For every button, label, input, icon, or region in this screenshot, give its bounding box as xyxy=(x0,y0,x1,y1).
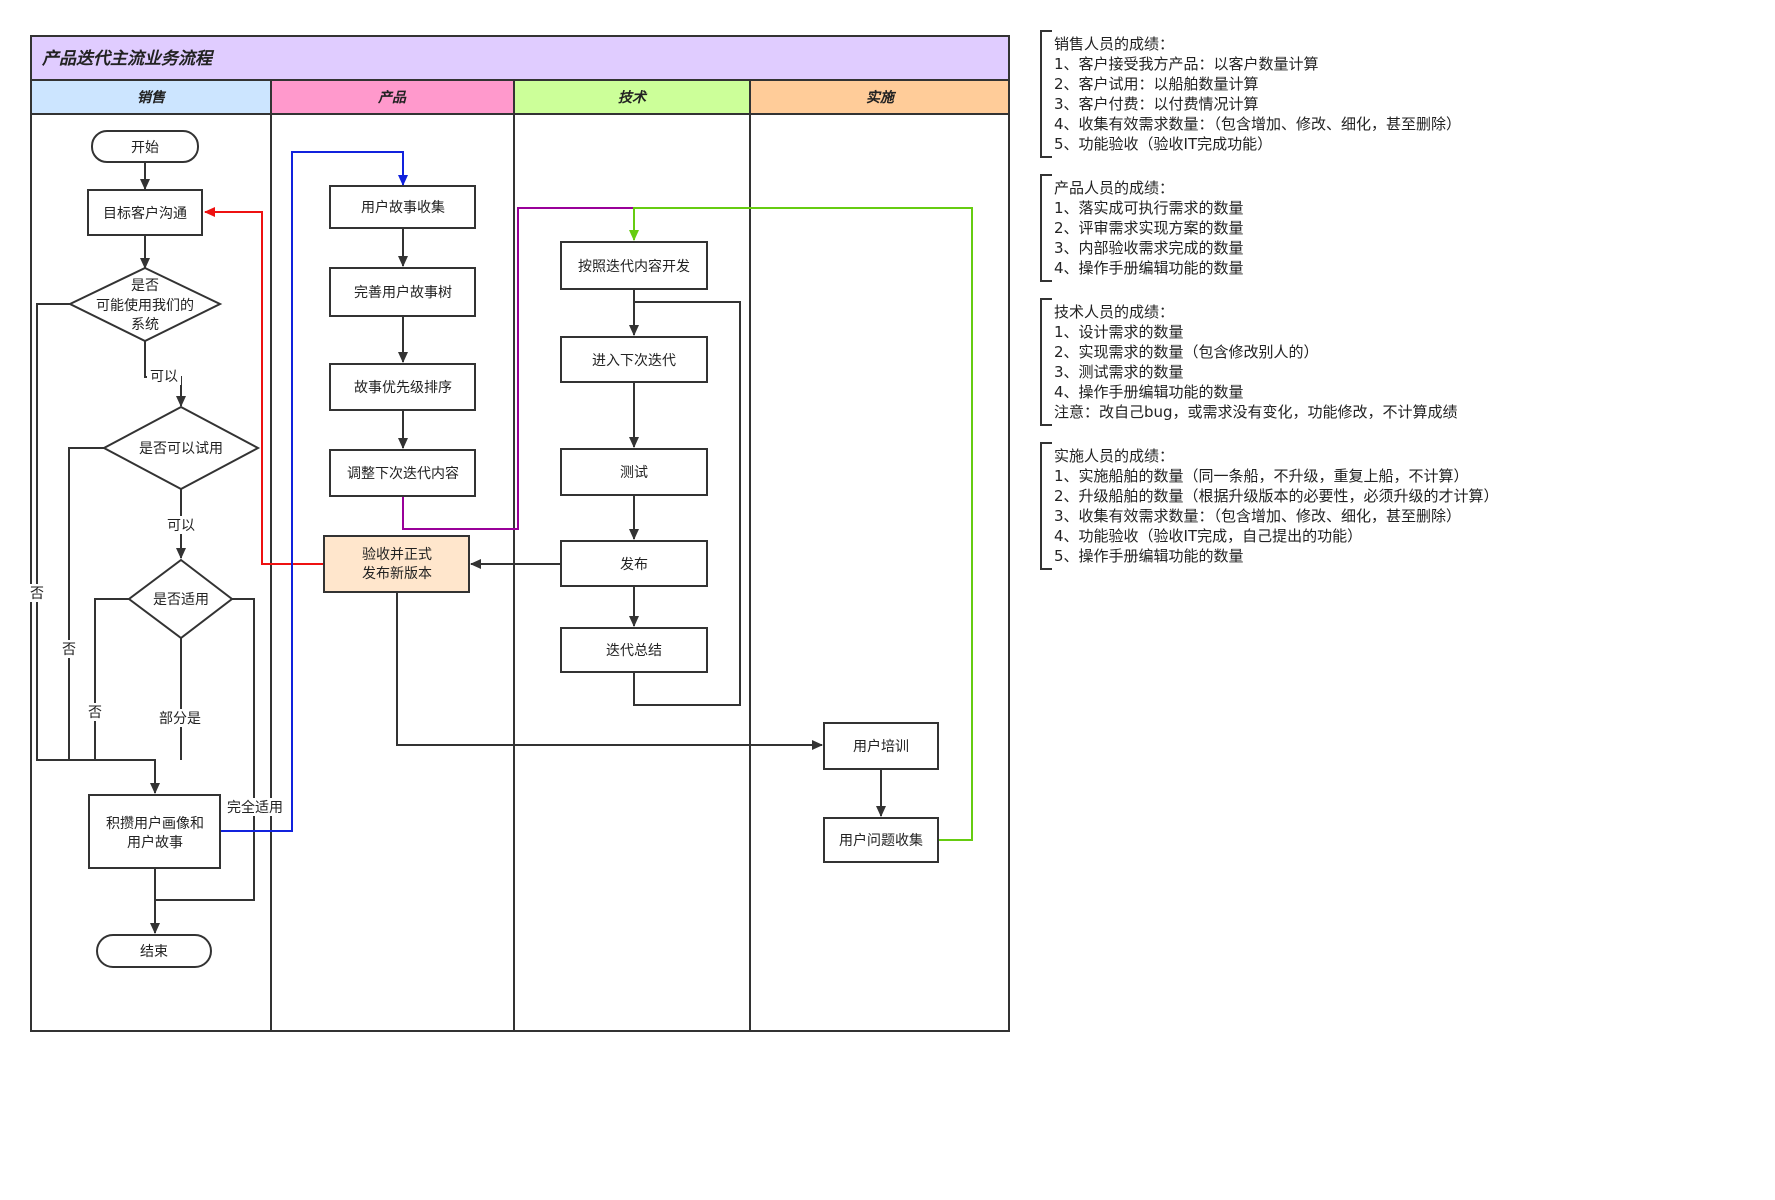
lane-title-impl: 实施 xyxy=(866,89,897,106)
lane-title-tech: 技术 xyxy=(618,89,648,106)
node-release xyxy=(560,540,708,587)
note-impl: 实施人员的成绩： 1、实施船舶的数量（同一条船，不升级，重复上船，不计算） 2、… xyxy=(1040,442,1540,570)
edge-applicable-full xyxy=(155,598,255,901)
note-tech-item: 3、测试需求的数量 xyxy=(1054,363,1184,381)
node-summary xyxy=(560,627,708,673)
edge-label-no-3: 否 xyxy=(88,705,102,721)
node-can-use-line2: 可能使用我们的 xyxy=(96,297,194,314)
node-story-tree xyxy=(329,267,476,317)
edge-canuse-no xyxy=(36,303,160,794)
node-accept-release-line2: 发布新版本 xyxy=(362,566,432,582)
edge-accept-to-target xyxy=(204,207,323,565)
note-product-item: 3、内部验收需求完成的数量 xyxy=(1054,239,1244,257)
note-sales: 销售人员的成绩： 1、客户接受我方产品：以客户数量计算 2、客户试用：以船舶数量… xyxy=(1040,30,1540,158)
edge-label-yes-2: 可以 xyxy=(167,518,195,534)
node-adjust-iteration-label: 调整下次迭代内容 xyxy=(347,465,459,482)
pool-header xyxy=(30,35,1010,81)
node-training-label: 用户培训 xyxy=(853,738,909,755)
node-story-priority xyxy=(329,363,476,411)
edge-accumulate-to-story-collect xyxy=(221,151,408,832)
node-summary-label: 迭代总结 xyxy=(606,643,662,659)
node-adjust-iteration xyxy=(329,449,476,497)
note-product: 产品人员的成绩： 1、落实成可执行需求的数量 2、评审需求实现方案的数量 3、内… xyxy=(1040,174,1540,282)
note-tech-title: 技术人员的成绩： xyxy=(1054,303,1175,321)
note-sales-item: 4、收集有效需求数量：（包含增加、修改、细化，甚至删除） xyxy=(1054,115,1462,133)
node-test xyxy=(560,448,708,496)
note-impl-item: 1、实施船舶的数量（同一条船，不升级，重复上船，不计算） xyxy=(1054,467,1469,485)
node-applicable-decision xyxy=(127,558,234,640)
note-tech-item: 1、设计需求的数量 xyxy=(1054,323,1184,341)
note-tech: 技术人员的成绩： 1、设计需求的数量 2、实现需求的数量（包含修改别人的） 3、… xyxy=(1040,298,1540,426)
edge-issue-to-develop xyxy=(629,207,973,841)
node-develop-label: 按照迭代内容开发 xyxy=(578,258,690,275)
node-applicable-label: 是否适用 xyxy=(153,592,209,608)
pool-title: 产品迭代主流业务流程 xyxy=(41,49,215,69)
node-issue-collect xyxy=(823,817,939,863)
node-accept-release-line1: 验收并正式 xyxy=(362,547,432,563)
note-impl-item: 2、升级船舶的数量（根据升级版本的必要性，必须升级的才计算） xyxy=(1054,487,1499,505)
node-accumulate-line1: 积攒用户画像和 xyxy=(106,815,204,832)
node-accumulate-line2: 用户故事 xyxy=(127,834,183,851)
node-story-collect-label: 用户故事收集 xyxy=(361,199,445,216)
edge-label-yes-1: 可以 xyxy=(150,369,178,385)
node-develop xyxy=(560,241,708,290)
node-next-iteration-label: 进入下次迭代 xyxy=(592,353,676,369)
note-impl-item: 3、收集有效需求数量：（包含增加、修改、细化，甚至删除） xyxy=(1054,507,1462,525)
node-target-customer xyxy=(87,189,203,236)
node-can-use-line1: 是否 xyxy=(131,278,159,294)
lane-impl xyxy=(749,113,1010,1032)
lane-title-sales: 销售 xyxy=(137,89,167,106)
node-can-use-decision xyxy=(67,266,223,343)
edge-summary-loop xyxy=(633,301,741,706)
note-sales-item: 3、客户付费：以付费情况计算 xyxy=(1054,95,1259,113)
node-start xyxy=(91,130,199,163)
note-impl-item: 4、功能验收（验收IT完成，自己提出的功能） xyxy=(1054,527,1363,545)
node-end-label: 结束 xyxy=(140,944,168,960)
node-accept-release xyxy=(323,535,470,593)
node-can-use-line3: 系统 xyxy=(131,317,159,333)
node-accumulate xyxy=(88,794,221,869)
performance-notes: 销售人员的成绩： 1、客户接受我方产品：以客户数量计算 2、客户试用：以船舶数量… xyxy=(1040,30,1540,586)
note-sales-title: 销售人员的成绩： xyxy=(1054,35,1175,53)
node-story-collect xyxy=(329,185,476,229)
note-impl-title: 实施人员的成绩： xyxy=(1054,447,1175,465)
node-story-priority-label: 故事优先级排序 xyxy=(354,380,452,396)
lane-sales xyxy=(30,113,272,1032)
edge-accept-to-training xyxy=(396,592,823,750)
note-impl-item: 5、操作手册编辑功能的数量 xyxy=(1054,547,1244,565)
node-story-tree-label: 完善用户故事树 xyxy=(354,284,452,301)
lane-header-sales xyxy=(30,79,272,115)
node-training xyxy=(823,722,939,770)
note-product-title: 产品人员的成绩： xyxy=(1054,179,1175,197)
node-test-label: 测试 xyxy=(620,465,648,481)
note-product-item: 1、落实成可执行需求的数量 xyxy=(1054,199,1244,217)
node-release-label: 发布 xyxy=(620,557,648,573)
edge-label-no-1: 否 xyxy=(30,586,44,602)
node-start-label: 开始 xyxy=(131,140,159,156)
edge-applicable-no xyxy=(94,598,129,760)
edge-label-no-2: 否 xyxy=(62,642,76,658)
note-sales-item: 2、客户试用：以船舶数量计算 xyxy=(1054,75,1259,93)
edge-label-partial: 部分是 xyxy=(159,711,201,727)
node-next-iteration xyxy=(560,336,708,383)
note-tech-item: 注意：改自己bug，或需求没有变化，功能修改，不计算成绩 xyxy=(1054,403,1458,421)
note-tech-item: 4、操作手册编辑功能的数量 xyxy=(1054,383,1244,401)
node-target-customer-label: 目标客户沟通 xyxy=(103,205,187,222)
note-sales-item: 5、功能验收（验收IT完成功能） xyxy=(1054,135,1273,153)
edge-adjust-to-develop xyxy=(402,207,634,530)
node-end xyxy=(96,934,212,968)
node-can-trial-decision xyxy=(101,405,261,491)
flowchart-canvas: 产品迭代主流业务流程 销售 产品 技术 实施 xyxy=(28,35,1010,1032)
note-tech-item: 2、实现需求的数量（包含修改别人的） xyxy=(1054,343,1319,361)
note-product-item: 2、评审需求实现方案的数量 xyxy=(1054,219,1244,237)
edge-label-full: 完全适用 xyxy=(227,799,283,816)
note-sales-item: 1、客户接受我方产品：以客户数量计算 xyxy=(1054,55,1319,73)
node-can-trial-label: 是否可以试用 xyxy=(139,441,223,457)
note-product-item: 4、操作手册编辑功能的数量 xyxy=(1054,259,1244,277)
lane-title-product: 产品 xyxy=(377,89,407,106)
node-issue-collect-label: 用户问题收集 xyxy=(839,832,923,849)
